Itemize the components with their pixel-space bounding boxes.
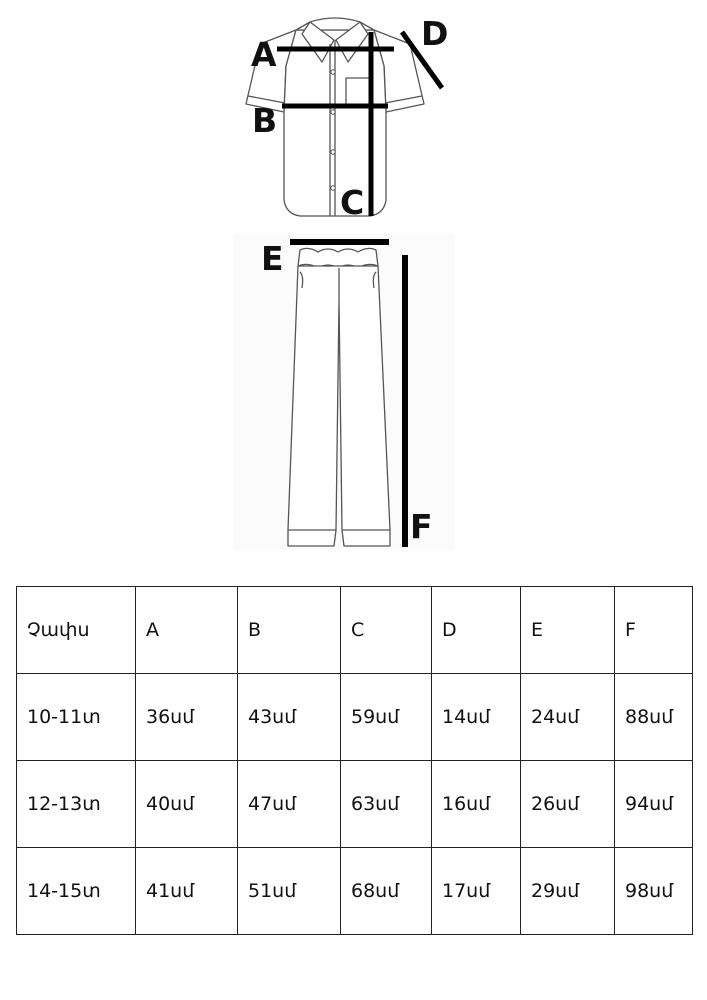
label-a: A — [251, 35, 277, 74]
header-cell-f: F — [614, 586, 693, 674]
label-e: E — [261, 239, 284, 278]
table-cell: 26սմ — [520, 760, 615, 848]
table-cell: 51սմ — [237, 847, 341, 935]
table-cell: 36սմ — [135, 673, 238, 761]
shirt-button — [330, 149, 336, 155]
table-cell: 14սմ — [431, 673, 521, 761]
table-cell: 47սմ — [237, 760, 341, 848]
label-f: F — [410, 507, 433, 546]
header-cell-d: D — [431, 586, 521, 674]
table-cell: 24սմ — [520, 673, 615, 761]
shirt-button — [330, 185, 336, 191]
header-cell-c: C — [340, 586, 432, 674]
table-cell-size: 14-15տ — [16, 847, 136, 935]
table-header-row: Չափս A B C D E F — [16, 586, 693, 674]
table-cell: 17սմ — [431, 847, 521, 935]
table-cell-size: 12-13տ — [16, 760, 136, 848]
shirt-illustration — [245, 17, 425, 217]
table-cell: 16սմ — [431, 760, 521, 848]
label-c: C — [340, 183, 364, 222]
table-cell: 88սմ — [614, 673, 693, 761]
header-cell-size: Չափս — [16, 586, 136, 674]
label-d: D — [421, 14, 448, 53]
table-cell: 94սմ — [614, 760, 693, 848]
pants-illustration — [287, 247, 391, 547]
measure-line-d — [399, 30, 445, 90]
table-cell: 40սմ — [135, 760, 238, 848]
table-row: 10-11տ 36սմ 43սմ 59սմ 14սմ 24սմ 88սմ — [16, 673, 693, 761]
shirt-button — [330, 109, 336, 115]
header-cell-a: A — [135, 586, 238, 674]
table-cell-size: 10-11տ — [16, 673, 136, 761]
label-b: B — [252, 101, 277, 140]
table-row: 14-15տ 41սմ 51սմ 68սմ 17սմ 29սմ 98սմ — [16, 847, 693, 935]
table-cell: 68սմ — [340, 847, 432, 935]
table-cell: 29սմ — [520, 847, 615, 935]
measurement-diagram: A B C D E F — [245, 14, 449, 547]
table-cell: 63սմ — [340, 760, 432, 848]
table-cell: 41սմ — [135, 847, 238, 935]
size-chart-table: Չափս A B C D E F 10-11տ 36սմ 43սմ 59սմ 1… — [16, 586, 693, 935]
header-cell-b: B — [237, 586, 341, 674]
table-row: 12-13տ 40սմ 47սմ 63սմ 16սմ 26սմ 94սմ — [16, 760, 693, 848]
table-cell: 59սմ — [340, 673, 432, 761]
table-cell: 98սմ — [614, 847, 693, 935]
table-cell: 43սմ — [237, 673, 341, 761]
header-cell-e: E — [520, 586, 615, 674]
shirt-button — [330, 69, 336, 75]
